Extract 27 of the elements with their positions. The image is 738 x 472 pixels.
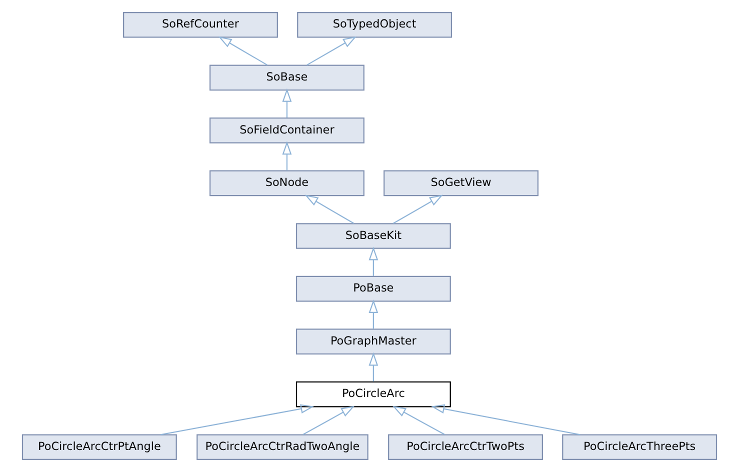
arrow — [392, 194, 442, 224]
arrow — [392, 406, 444, 436]
arrow — [304, 194, 354, 224]
node-box: PoCircleArcCtrTwoPts — [388, 434, 542, 460]
node-box: PoCircleArc — [295, 381, 450, 408]
arrow — [302, 406, 354, 436]
node-box: SoBase — [208, 64, 364, 91]
node-box: PoCircleArcCtrPtAngle — [21, 434, 176, 460]
arrow — [430, 404, 580, 436]
arrow — [282, 88, 292, 118]
node-box: PoCircleArcCtrRadTwoAngle — [196, 434, 368, 460]
arrow — [160, 404, 314, 436]
arrow — [306, 36, 356, 66]
arrow — [368, 300, 378, 329]
node-box: SoTypedObject — [296, 12, 452, 38]
arrow — [218, 36, 268, 66]
arrow — [282, 141, 292, 170]
node-box: SoGetView — [383, 170, 538, 196]
node-box: PoGraphMaster — [295, 328, 450, 354]
node-box: SoRefCounter — [122, 12, 278, 38]
node-box: SoFieldContainer — [208, 118, 364, 144]
node-box: SoBaseKit — [295, 223, 450, 249]
arrow — [368, 246, 378, 276]
node-box: PoBase — [295, 276, 450, 302]
node-box: SoNode — [208, 170, 364, 196]
node-box: PoCircleArcThreePts — [562, 434, 717, 460]
arrow — [368, 352, 378, 382]
